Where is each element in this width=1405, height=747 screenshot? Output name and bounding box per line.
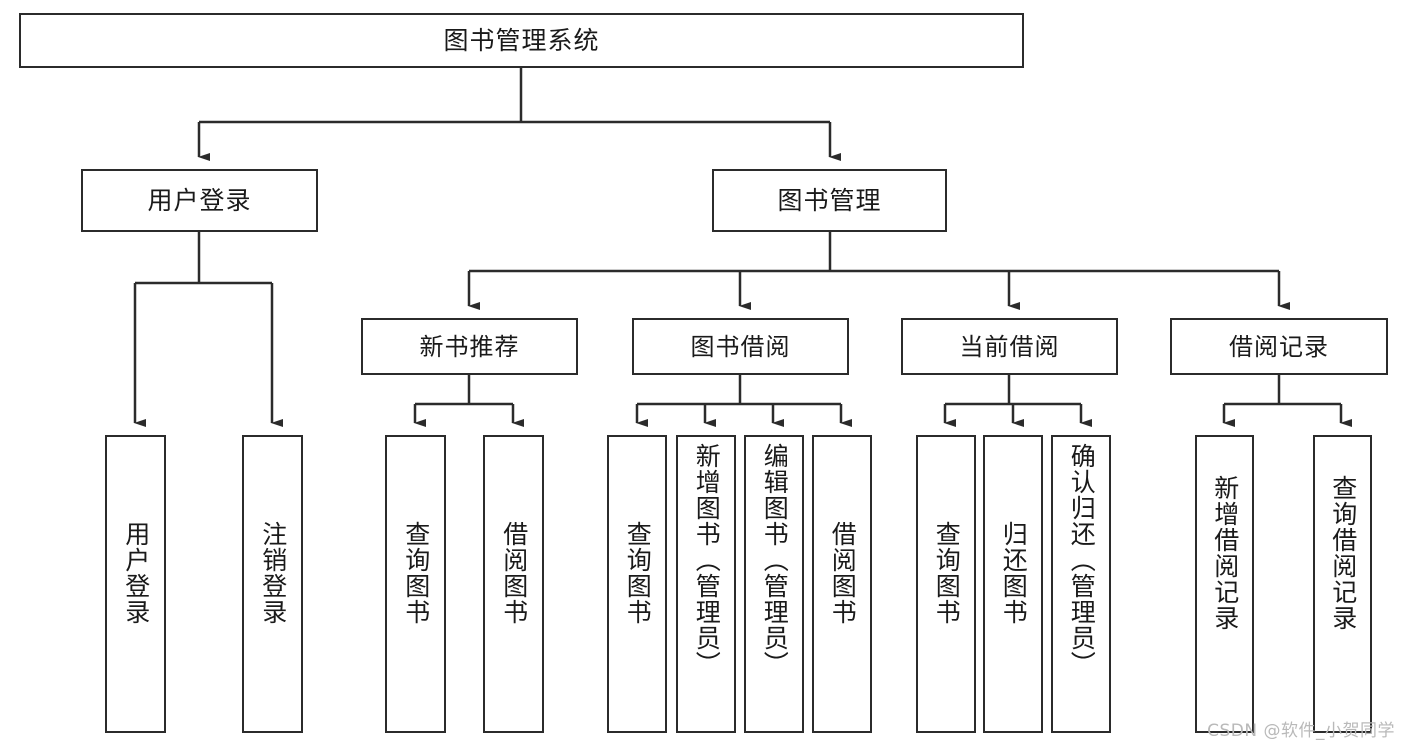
leaf-add-book-admin[interactable]: 新增图书（管理员） [676,435,736,733]
node-root-label: 图书管理系统 [443,26,600,55]
leaf-edit-book-admin-label: 编辑图书（管理员） [760,443,790,677]
leaf-query-book-borrow[interactable]: 查询图书 [607,435,667,733]
leaf-query-book-current[interactable]: 查询图书 [916,435,976,733]
leaf-query-borrow-record[interactable]: 查询借阅记录 [1313,435,1372,733]
leaf-query-book-recommend-label: 查询图书 [401,521,431,625]
leaf-user-login[interactable]: 用户登录 [105,435,166,733]
node-user-login[interactable]: 用户登录 [81,169,318,232]
leaf-query-book-current-label: 查询图书 [932,521,962,625]
leaf-logout[interactable]: 注销登录 [242,435,303,733]
node-book-borrow-label: 图书借阅 [690,332,791,361]
leaf-add-borrow-record-label: 新增借阅记录 [1210,475,1240,631]
node-user-login-label: 用户登录 [147,186,252,215]
leaf-query-book-recommend[interactable]: 查询图书 [385,435,446,733]
node-borrow-records-label: 借阅记录 [1229,332,1329,361]
leaf-add-borrow-record[interactable]: 新增借阅记录 [1195,435,1254,733]
node-book-management-label: 图书管理 [777,186,882,215]
node-book-borrow[interactable]: 图书借阅 [632,318,849,375]
leaf-add-book-admin-label: 新增图书（管理员） [692,443,722,677]
node-root[interactable]: 图书管理系统 [19,13,1024,68]
leaf-confirm-return-admin[interactable]: 确认归还（管理员） [1051,435,1111,733]
node-current-borrow-label: 当前借阅 [959,332,1060,361]
leaf-user-login-label: 用户登录 [121,521,151,625]
node-new-book-recommend-label: 新书推荐 [419,332,520,361]
node-book-management[interactable]: 图书管理 [712,169,947,232]
watermark-text: CSDN @软件_小贺同学 [1207,721,1395,741]
leaf-borrow-book-recommend-label: 借阅图书 [499,521,529,625]
node-new-book-recommend[interactable]: 新书推荐 [361,318,578,375]
node-borrow-records[interactable]: 借阅记录 [1170,318,1388,375]
leaf-confirm-return-admin-label: 确认归还（管理员） [1067,443,1097,677]
leaf-return-book-label: 归还图书 [999,521,1029,625]
leaf-borrow-book-recommend[interactable]: 借阅图书 [483,435,544,733]
leaf-borrow-book-borrow[interactable]: 借阅图书 [812,435,872,733]
leaf-logout-label: 注销登录 [258,521,288,625]
leaf-borrow-book-borrow-label: 借阅图书 [828,521,858,625]
leaf-query-book-borrow-label: 查询图书 [623,521,653,625]
leaf-query-borrow-record-label: 查询借阅记录 [1328,475,1358,631]
leaf-edit-book-admin[interactable]: 编辑图书（管理员） [744,435,804,733]
leaf-return-book[interactable]: 归还图书 [983,435,1043,733]
node-current-borrow[interactable]: 当前借阅 [901,318,1118,375]
